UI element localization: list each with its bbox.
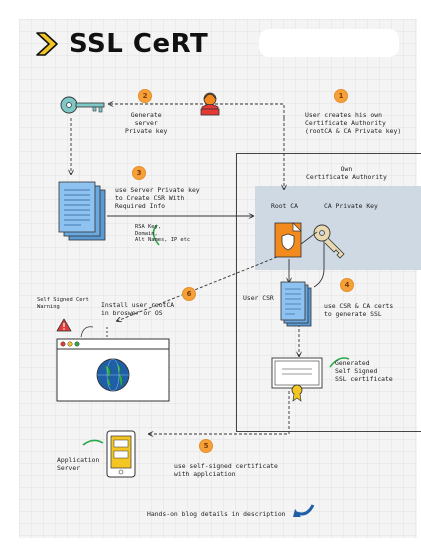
step-6-text: Install user rootCA in broswer or OS (101, 301, 175, 317)
step-1-text: User creates his own Certificate Authori… (305, 111, 402, 135)
ca-private-key-label: CA Private Key (324, 202, 378, 210)
warning-curve-arrow (80, 326, 94, 338)
csr-documents-icon (58, 181, 106, 241)
application-server-phone-icon (106, 430, 136, 478)
ca-private-key-icon (313, 224, 345, 259)
diagram-graphics (56, 92, 350, 517)
root-ca-document-icon (274, 222, 302, 258)
app-server-curve-arrow (82, 439, 104, 446)
warning-label: Self Signed Cert Warning (37, 297, 89, 310)
curved-arrow-icon (293, 504, 315, 517)
step-3-text: use Server Private key to Create CSR Wit… (115, 186, 200, 210)
title-blank-area (259, 29, 399, 57)
step-badge-1: 1 (335, 90, 347, 102)
step-4-text: use CSR & CA certs to generate SSL (324, 302, 394, 318)
step-2-text: Generate server Private key (125, 111, 168, 135)
root-ca-to-key-line (300, 231, 318, 245)
ssl-certificate-icon (271, 357, 323, 402)
connector-lines (71, 104, 325, 434)
step-5-text: use self-signed certificate with applcia… (174, 462, 278, 478)
step-badge-2: 2 (139, 90, 151, 102)
diagram-canvas: SSL CeRT (19, 19, 421, 538)
user-csr-documents-icon (280, 281, 312, 327)
root-ca-label: Root CA (271, 202, 298, 210)
browser-window-icon (56, 338, 170, 402)
own-ca-container (236, 153, 421, 432)
step-badge-5: 5 (200, 440, 212, 452)
csr-info-curve-arrow (152, 224, 160, 246)
person-laptop-icon (200, 92, 220, 116)
csr-info-text: RSA Key, Domain, Alt Names, IP etc (135, 224, 191, 244)
warning-icon (56, 318, 72, 332)
step-badge-3: 3 (133, 167, 145, 179)
generated-cert-label: Generated Self Signed SSL certificate (335, 359, 393, 383)
app-server-label: Application Server (57, 456, 100, 472)
chevron-right-icon (36, 32, 58, 56)
footer-text: Hands-on blog details in description (147, 510, 286, 518)
step-badge-6: 6 (183, 288, 195, 300)
page-title: SSL CeRT (69, 29, 209, 59)
user-csr-label: User CSR (243, 294, 274, 302)
server-private-key-icon (60, 96, 105, 114)
own-ca-label: Own Certificate Authority (306, 165, 387, 181)
step-badge-4: 4 (341, 279, 353, 291)
generated-cert-curve-arrow (329, 357, 350, 368)
